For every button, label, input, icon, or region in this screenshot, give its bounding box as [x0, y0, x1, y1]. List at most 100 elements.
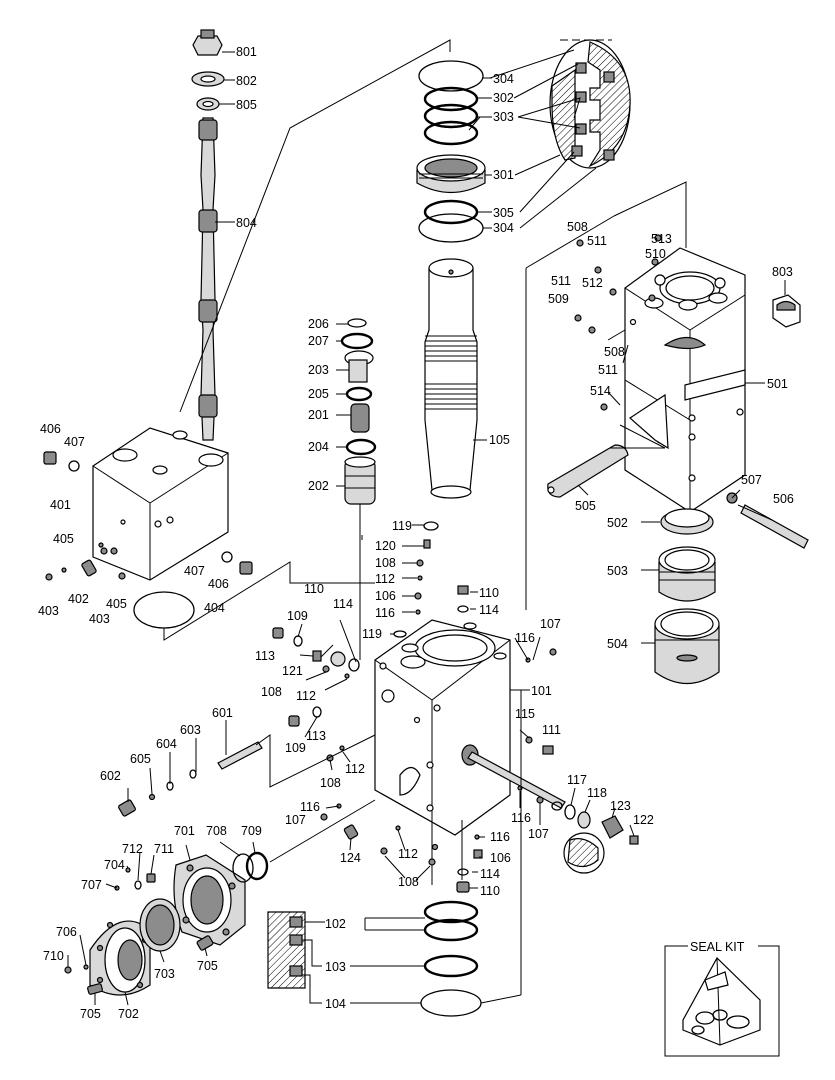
label-802: 802: [236, 74, 257, 88]
part-304-ring: [418, 60, 484, 92]
label-404: 404: [204, 601, 225, 615]
label-506: 506: [773, 492, 794, 506]
leaders-front-head: [525, 181, 786, 644]
label-112-c: 112: [345, 762, 365, 776]
label-109-b: 109: [285, 741, 306, 755]
seal-kit-title: SEAL KIT: [690, 940, 745, 954]
back-head-700: [64, 799, 376, 1006]
label-115: 115: [515, 707, 535, 721]
valve-block-401: [43, 427, 375, 641]
label-603: 603: [180, 723, 201, 737]
label-511-c: 511: [598, 363, 618, 377]
label-114-b: 114: [333, 597, 353, 611]
label-407: 407: [64, 435, 85, 449]
label-402: 402: [68, 592, 89, 606]
label-405-b: 405: [106, 597, 127, 611]
label-406-b: 406: [208, 577, 229, 591]
label-116: 116: [375, 606, 395, 620]
label-106-b: 106: [490, 851, 511, 865]
label-601: 601: [212, 706, 233, 720]
part-404-oring: [133, 591, 195, 629]
label-109: 109: [287, 609, 308, 623]
label-602: 602: [100, 769, 121, 783]
label-708: 708: [206, 824, 227, 838]
label-207: 207: [308, 334, 329, 348]
label-604: 604: [156, 737, 177, 751]
label-512: 512: [582, 276, 603, 290]
label-203: 203: [308, 363, 329, 377]
valve-rod-600: [118, 720, 376, 817]
label-505: 505: [575, 499, 596, 513]
label-712: 712: [122, 842, 143, 856]
label-101: 101: [531, 684, 552, 698]
label-502: 502: [607, 516, 628, 530]
part-201: [350, 403, 370, 433]
label-201: 201: [308, 408, 329, 422]
label-403: 403: [38, 604, 59, 618]
label-407-b: 407: [184, 564, 205, 578]
label-120: 120: [375, 539, 396, 553]
label-121: 121: [282, 664, 303, 678]
label-710: 710: [43, 949, 64, 963]
part-207: [340, 332, 374, 350]
label-702: 702: [118, 1007, 139, 1021]
label-122: 122: [633, 813, 654, 827]
lower-seals: [267, 690, 522, 1017]
upper-seals: [416, 60, 486, 243]
part-206: [347, 318, 367, 328]
label-117: 117: [567, 773, 587, 787]
label-108-c: 108: [320, 776, 341, 790]
label-202: 202: [308, 479, 329, 493]
label-113-b: 113: [306, 729, 326, 743]
part-labels: 801 802 805 804 304 302 303 301 305 304 …: [38, 45, 794, 1021]
label-804: 804: [236, 216, 257, 230]
piston-105: [424, 258, 487, 499]
part-804-hose: [200, 117, 216, 441]
label-508: 508: [567, 220, 588, 234]
label-112-d: 112: [398, 847, 418, 861]
label-703: 703: [154, 967, 175, 981]
label-701: 701: [174, 824, 195, 838]
label-501: 501: [767, 377, 788, 391]
label-401: 401: [50, 498, 71, 512]
label-705: 705: [197, 959, 218, 973]
label-801: 801: [236, 45, 257, 59]
label-103: 103: [325, 960, 346, 974]
label-711: 711: [154, 842, 174, 856]
label-514: 514: [590, 384, 611, 398]
label-104: 104: [325, 997, 346, 1011]
label-106: 106: [375, 589, 396, 603]
label-114: 114: [479, 603, 499, 617]
part-302-seal: [423, 86, 479, 112]
label-123: 123: [610, 799, 631, 813]
label-303: 303: [493, 110, 514, 124]
label-508-b: 508: [604, 345, 625, 359]
part-205: [345, 386, 373, 402]
label-707: 707: [81, 878, 102, 892]
label-206: 206: [308, 317, 329, 331]
label-503: 503: [607, 564, 628, 578]
part-801-nut: [192, 35, 223, 56]
label-803: 803: [772, 265, 793, 279]
label-706: 706: [56, 925, 77, 939]
label-605: 605: [130, 752, 151, 766]
label-108: 108: [375, 556, 396, 570]
part-407-ring: [68, 460, 80, 472]
label-111: 111: [542, 723, 561, 737]
label-709: 709: [241, 824, 262, 838]
part-708-ring: [232, 853, 254, 883]
part-709-seal: [245, 851, 269, 881]
label-405: 405: [53, 532, 74, 546]
label-305: 305: [493, 206, 514, 220]
part-204: [345, 438, 377, 456]
part-305-seal: [423, 199, 479, 225]
label-705-b: 705: [80, 1007, 101, 1021]
label-102: 102: [325, 917, 346, 931]
label-119-b: 119: [362, 627, 382, 641]
label-110-c: 110: [480, 884, 500, 898]
label-304-lower: 304: [493, 221, 514, 235]
leaders-top-left: [179, 39, 451, 413]
label-507: 507: [741, 473, 762, 487]
label-510: 510: [645, 247, 666, 261]
